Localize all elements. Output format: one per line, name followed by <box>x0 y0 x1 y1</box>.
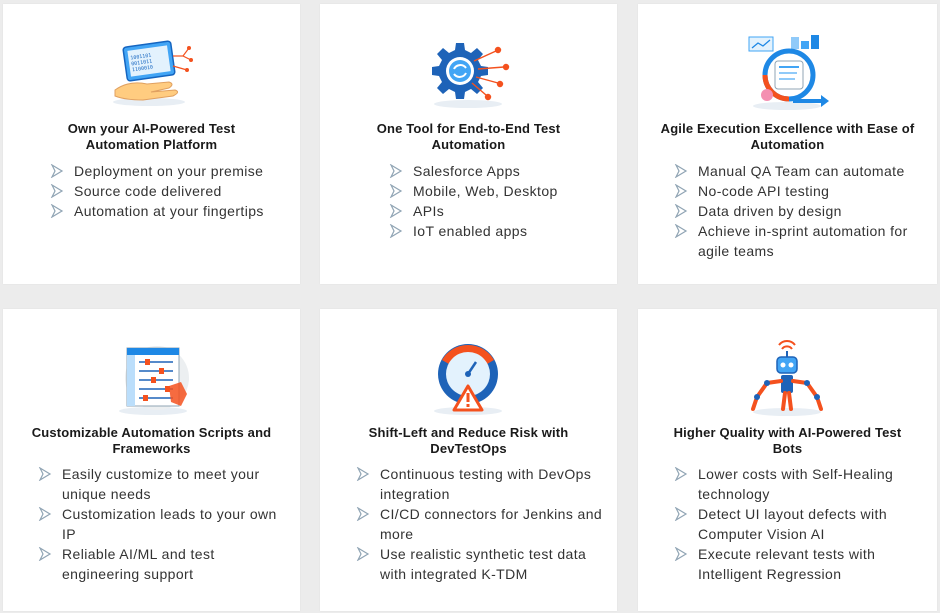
list-item: Salesforce Apps <box>389 161 609 181</box>
chevron-right-icon <box>674 164 688 178</box>
feature-card-customizable: Customizable Automation Scripts and Fram… <box>3 309 300 611</box>
card-title: Own your AI-Powered Test Automation Plat… <box>67 121 236 152</box>
feature-card-agile: Agile Execution Excellence with Ease of … <box>638 4 937 284</box>
agile-cycle-icon <box>638 32 937 114</box>
chevron-right-icon <box>50 184 64 198</box>
list-item: Execute relevant tests with Intelligent … <box>674 544 924 584</box>
svg-text:0011011: 0011011 <box>130 59 152 68</box>
customize-panel-icon <box>3 337 300 419</box>
chevron-right-icon <box>674 224 688 238</box>
list-item: Reliable AI/ML and test engineering supp… <box>38 544 288 584</box>
chevron-right-icon <box>38 467 52 481</box>
robot-bot-icon <box>638 337 937 419</box>
list-item: Automation at your fingertips <box>50 201 290 221</box>
chevron-right-icon <box>674 184 688 198</box>
chevron-right-icon <box>38 507 52 521</box>
card-title: Shift-Left and Reduce Risk with DevTestO… <box>368 425 569 456</box>
chevron-right-icon <box>674 204 688 218</box>
list-item: No-code API testing <box>674 181 924 201</box>
list-item: CI/CD connectors for Jenkins and more <box>356 504 606 544</box>
list-item: Manual QA Team can automate <box>674 161 924 181</box>
card-title: Customizable Automation Scripts and Fram… <box>31 425 272 456</box>
list-item: IoT enabled apps <box>389 221 609 241</box>
card-title: Agile Execution Excellence with Ease of … <box>660 121 915 152</box>
feature-list: Lower costs with Self-Healing technology… <box>674 464 924 584</box>
chevron-right-icon <box>674 547 688 561</box>
list-item: Continuous testing with DevOps integrati… <box>356 464 606 504</box>
list-item: Achieve in-sprint automation for agile t… <box>674 221 924 261</box>
chevron-right-icon <box>356 467 370 481</box>
list-item: Data driven by design <box>674 201 924 221</box>
chevron-right-icon <box>674 507 688 521</box>
hand-tablet-icon: 1001101 0011011 1100010 <box>3 32 300 114</box>
list-item: APIs <box>389 201 609 221</box>
chevron-right-icon <box>356 507 370 521</box>
list-item: Lower costs with Self-Healing technology <box>674 464 924 504</box>
risk-gauge-icon <box>320 337 617 419</box>
chevron-right-icon <box>389 204 403 218</box>
list-item: Easily customize to meet your unique nee… <box>38 464 288 504</box>
chevron-right-icon <box>356 547 370 561</box>
list-item: Deployment on your premise <box>50 161 290 181</box>
feature-list: Continuous testing with DevOps integrati… <box>356 464 606 584</box>
feature-card-ownership: 1001101 0011011 1100010 Own your AI-Powe… <box>3 4 300 284</box>
gear-circuit-icon <box>320 32 617 114</box>
chevron-right-icon <box>674 467 688 481</box>
card-title: Higher Quality with AI-Powered Test Bots <box>673 425 902 456</box>
svg-text:1001101: 1001101 <box>130 53 152 62</box>
feature-list: Deployment on your premise Source code d… <box>50 161 290 221</box>
list-item: Use realistic synthetic test data with i… <box>356 544 606 584</box>
chevron-right-icon <box>389 184 403 198</box>
list-item: Source code delivered <box>50 181 290 201</box>
list-item: Detect UI layout defects with Computer V… <box>674 504 924 544</box>
chevron-right-icon <box>389 164 403 178</box>
card-title: One Tool for End-to-End Test Automation <box>376 121 561 152</box>
feature-list: Easily customize to meet your unique nee… <box>38 464 288 584</box>
feature-card-test-bots: Higher Quality with AI-Powered Test Bots… <box>638 309 937 611</box>
feature-list: Manual QA Team can automate No-code API … <box>674 161 924 261</box>
svg-text:1100010: 1100010 <box>131 65 153 74</box>
feature-card-end-to-end: One Tool for End-to-End Test Automation … <box>320 4 617 284</box>
chevron-right-icon <box>50 164 64 178</box>
list-item: Customization leads to your own IP <box>38 504 288 544</box>
chevron-right-icon <box>38 547 52 561</box>
list-item: Mobile, Web, Desktop <box>389 181 609 201</box>
feature-list: Salesforce Apps Mobile, Web, Desktop API… <box>389 161 609 241</box>
feature-card-shift-left: Shift-Left and Reduce Risk with DevTestO… <box>320 309 617 611</box>
chevron-right-icon <box>389 224 403 238</box>
chevron-right-icon <box>50 204 64 218</box>
